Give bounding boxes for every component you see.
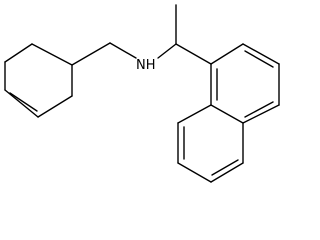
ring-double-bond-inner [244,50,274,68]
ring-bond [37,95,73,118]
ring-bond [31,43,73,66]
ring-bond [242,104,280,124]
ring-double-bond-inner [244,101,274,118]
cyclohexene-ring [4,43,73,118]
ring-bond [242,43,280,65]
n-to-ch-bond [157,43,177,59]
ethyl-methyl-branch [157,4,212,65]
ring-bond [4,89,39,118]
ch-to-naphthyl-bond [175,43,212,65]
ring-bond [210,43,244,65]
ch2-to-n-bond [109,42,137,59]
ring-double-bond-inner [9,92,38,112]
ring-double-bond-inner [211,159,239,176]
ring-bond [177,104,212,124]
ring-bond [177,162,212,183]
amine-label: NH [136,58,156,73]
chemical-structure: NH [4,4,280,183]
ring-to-ch2-bond [71,42,111,66]
ring-bond [210,162,244,183]
ring-bond [4,43,33,63]
methylene-linker [71,42,137,66]
ring-bond [210,104,244,124]
naphthalene-ring-system [177,43,280,183]
